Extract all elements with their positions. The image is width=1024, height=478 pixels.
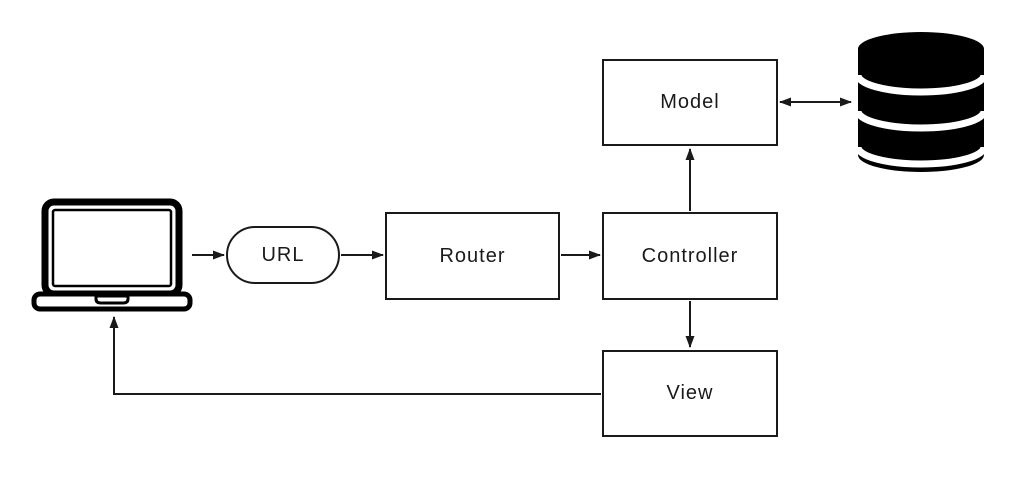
database-icon [853,28,989,176]
laptop-icon [31,197,193,313]
node-url-label: URL [261,243,305,266]
node-router-label: Router [439,244,506,267]
node-view: View [602,350,778,437]
node-model: Model [602,59,778,146]
node-router: Router [385,212,560,300]
edge-view-client [109,316,601,395]
node-model-label: Model [660,91,720,113]
node-controller-label: Controller [641,244,739,267]
node-controller: Controller [602,212,778,300]
node-url: URL [226,226,340,284]
node-view-label: View [666,382,714,404]
